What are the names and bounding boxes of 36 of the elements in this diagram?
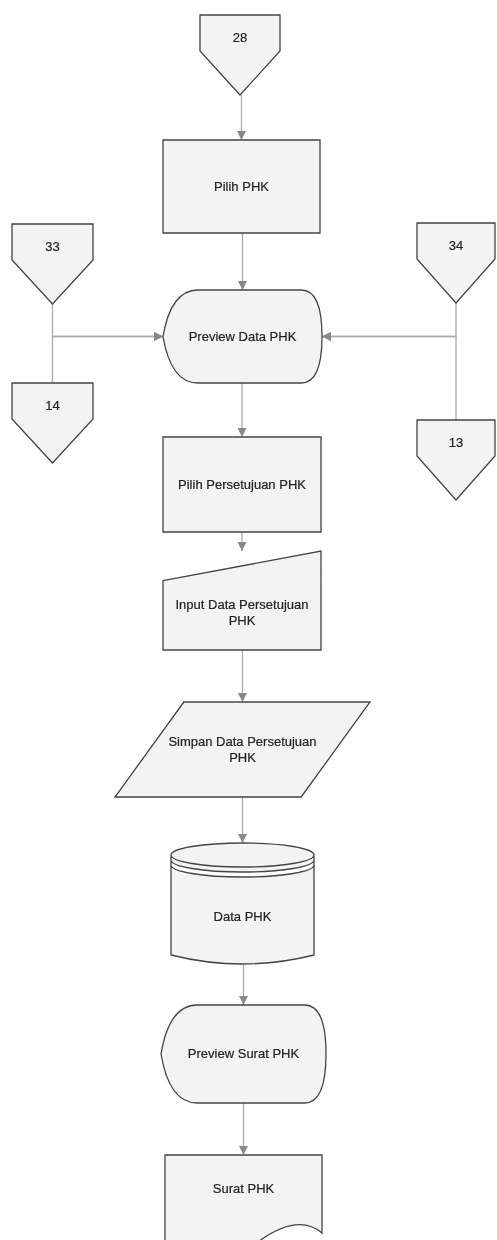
node-label: Data PHK xyxy=(213,909,272,925)
offpage-connector xyxy=(417,223,495,303)
node-label: 13 xyxy=(448,435,464,451)
node-label: 28 xyxy=(232,30,248,46)
data-parallelogram xyxy=(115,702,370,797)
node-label: Surat PHK xyxy=(212,1181,275,1197)
arrow xyxy=(237,531,247,552)
node-label: 33 xyxy=(45,239,60,255)
document-shape xyxy=(165,1155,322,1239)
process-box xyxy=(163,437,321,532)
arrow xyxy=(237,94,246,141)
offpage-connector xyxy=(417,420,495,500)
display-shape xyxy=(161,1005,326,1103)
node-label: Preview Data PHK xyxy=(188,328,297,345)
arrow xyxy=(321,332,457,421)
database-cylinder xyxy=(171,843,314,965)
manual-input-shape xyxy=(163,551,321,650)
arrow xyxy=(237,382,247,438)
arrow xyxy=(238,649,247,703)
node-label: Preview Surat PHK xyxy=(187,1046,300,1062)
display-shape xyxy=(163,290,322,383)
arrow xyxy=(239,1102,248,1156)
node-label: 34 xyxy=(448,238,464,254)
arrow xyxy=(239,964,248,1006)
node-label: 14 xyxy=(45,398,60,414)
node-label: Simpan Data Persetujuan PHK xyxy=(167,733,318,766)
arrow xyxy=(238,796,247,844)
offpage-connector xyxy=(200,15,280,95)
node-label: Pilih Persetujuan PHK xyxy=(178,476,306,493)
node-label: Pilih PHK xyxy=(214,178,269,195)
offpage-connector xyxy=(12,383,93,463)
offpage-connector xyxy=(12,224,93,304)
arrow xyxy=(238,232,247,291)
node-label: Input Data Persetujuan PHK xyxy=(174,596,310,629)
arrow xyxy=(51,332,164,384)
process-box xyxy=(163,140,320,233)
